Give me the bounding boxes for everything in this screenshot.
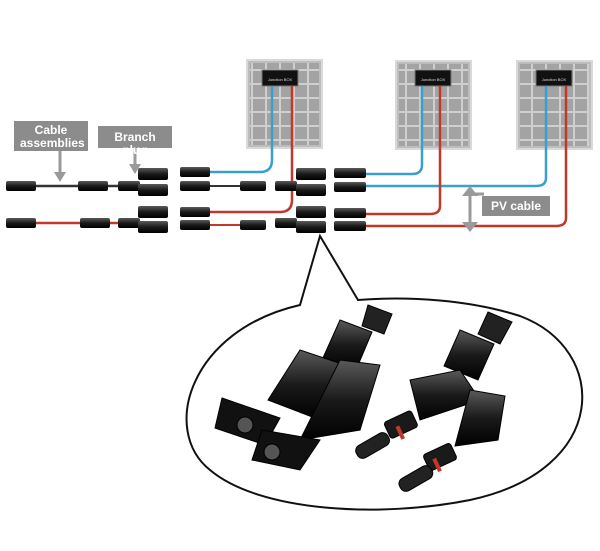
- branch-connectors-middle: [275, 168, 326, 233]
- junction-box-2-label: Junction BOX: [421, 77, 446, 82]
- blue-wires: [210, 86, 548, 188]
- arrows: [54, 148, 484, 232]
- cable-assembly-1: [6, 181, 120, 191]
- branch-plug-small-1: [118, 168, 168, 196]
- junction-box-3: [535, 69, 573, 87]
- enlarged-branch-connector-left: [214, 304, 393, 471]
- enlarged-branch-connector-right: [355, 311, 513, 492]
- connectors-right-group: [334, 168, 366, 231]
- callout-bubble: [185, 233, 584, 511]
- junction-box-3-label: Junction BOX: [542, 77, 567, 82]
- cable-assemblies-label: Cable assemblies: [14, 121, 88, 151]
- junction-box-2: [414, 69, 452, 87]
- cable-assemblies-label-line1: Cable: [34, 123, 68, 137]
- solar-panel-3: Junction BOX: [516, 60, 593, 150]
- solar-panel-1: Junction BOX: [246, 59, 323, 149]
- connectors-left-group: [180, 167, 266, 230]
- branch-plug-small-2: [118, 206, 168, 233]
- pv-cable-label: PV cable: [482, 196, 550, 216]
- cable-assemblies-label-line2: assemblies: [20, 136, 85, 150]
- branch-plug-label: Branch plug: [98, 126, 172, 157]
- solar-panel-2: Junction BOX: [395, 60, 472, 150]
- cable-assembly-2: [6, 218, 120, 228]
- junction-box-1-label: Junction BOX: [268, 77, 293, 82]
- junction-box-1: [261, 69, 299, 87]
- red-wires: [210, 86, 568, 228]
